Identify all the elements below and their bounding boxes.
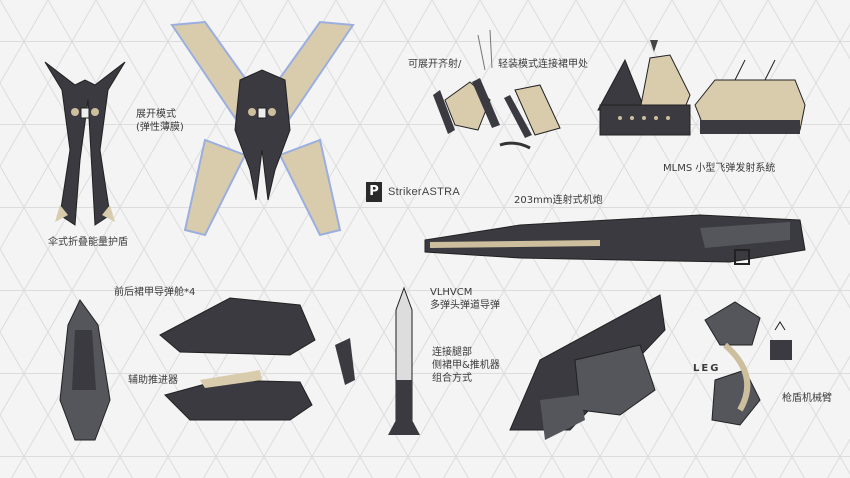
skirt-missile-pod-illustration — [59, 297, 355, 441]
mlms-launcher-illustration — [597, 40, 806, 136]
leg-mark-label: LEG — [693, 363, 721, 374]
vlhvcm-missile-illustration — [388, 286, 420, 435]
deploy-mode-label: 展开模式 (弹性薄膜) — [136, 109, 184, 133]
light-install-label: 轻装模式连接裙甲处 — [498, 59, 588, 70]
leg-skirt-combination-illustration — [509, 294, 666, 440]
cannon-203mm-illustration — [424, 214, 806, 265]
vlhvcm-label: VLHVCM 多弹头弹道导弹 — [430, 287, 500, 311]
brand-name: StrikerASTRA — [388, 186, 461, 198]
brand-tag: P StrikerASTRA — [366, 180, 486, 206]
folded-shield-illustration — [44, 61, 126, 226]
gun-shield-arm-illustration — [704, 301, 792, 426]
umbrella-shield-label: 伞式折叠能量护盾 — [48, 237, 128, 248]
cannon-203mm-label: 203mm连射式机炮 — [514, 195, 603, 206]
gun-shield-arm-label: 枪盾机械臂 — [782, 393, 832, 404]
salvo-launcher-illustration — [433, 29, 561, 150]
skirt-missile-pod-label: 前后裙甲导弹舱*4 — [114, 287, 196, 298]
deployable-launch-label: 可展开齐射/ — [408, 59, 462, 70]
mlms-label: MLMS 小型飞弹发射系统 — [663, 163, 776, 174]
aux-thruster-label: 辅助推进器 — [128, 375, 178, 386]
brand-badge: P — [366, 182, 382, 202]
leg-connect-label: 连接腿部 侧裙甲&推机器 组合方式 — [432, 347, 500, 384]
deployed-membrane-illustration — [170, 20, 355, 237]
